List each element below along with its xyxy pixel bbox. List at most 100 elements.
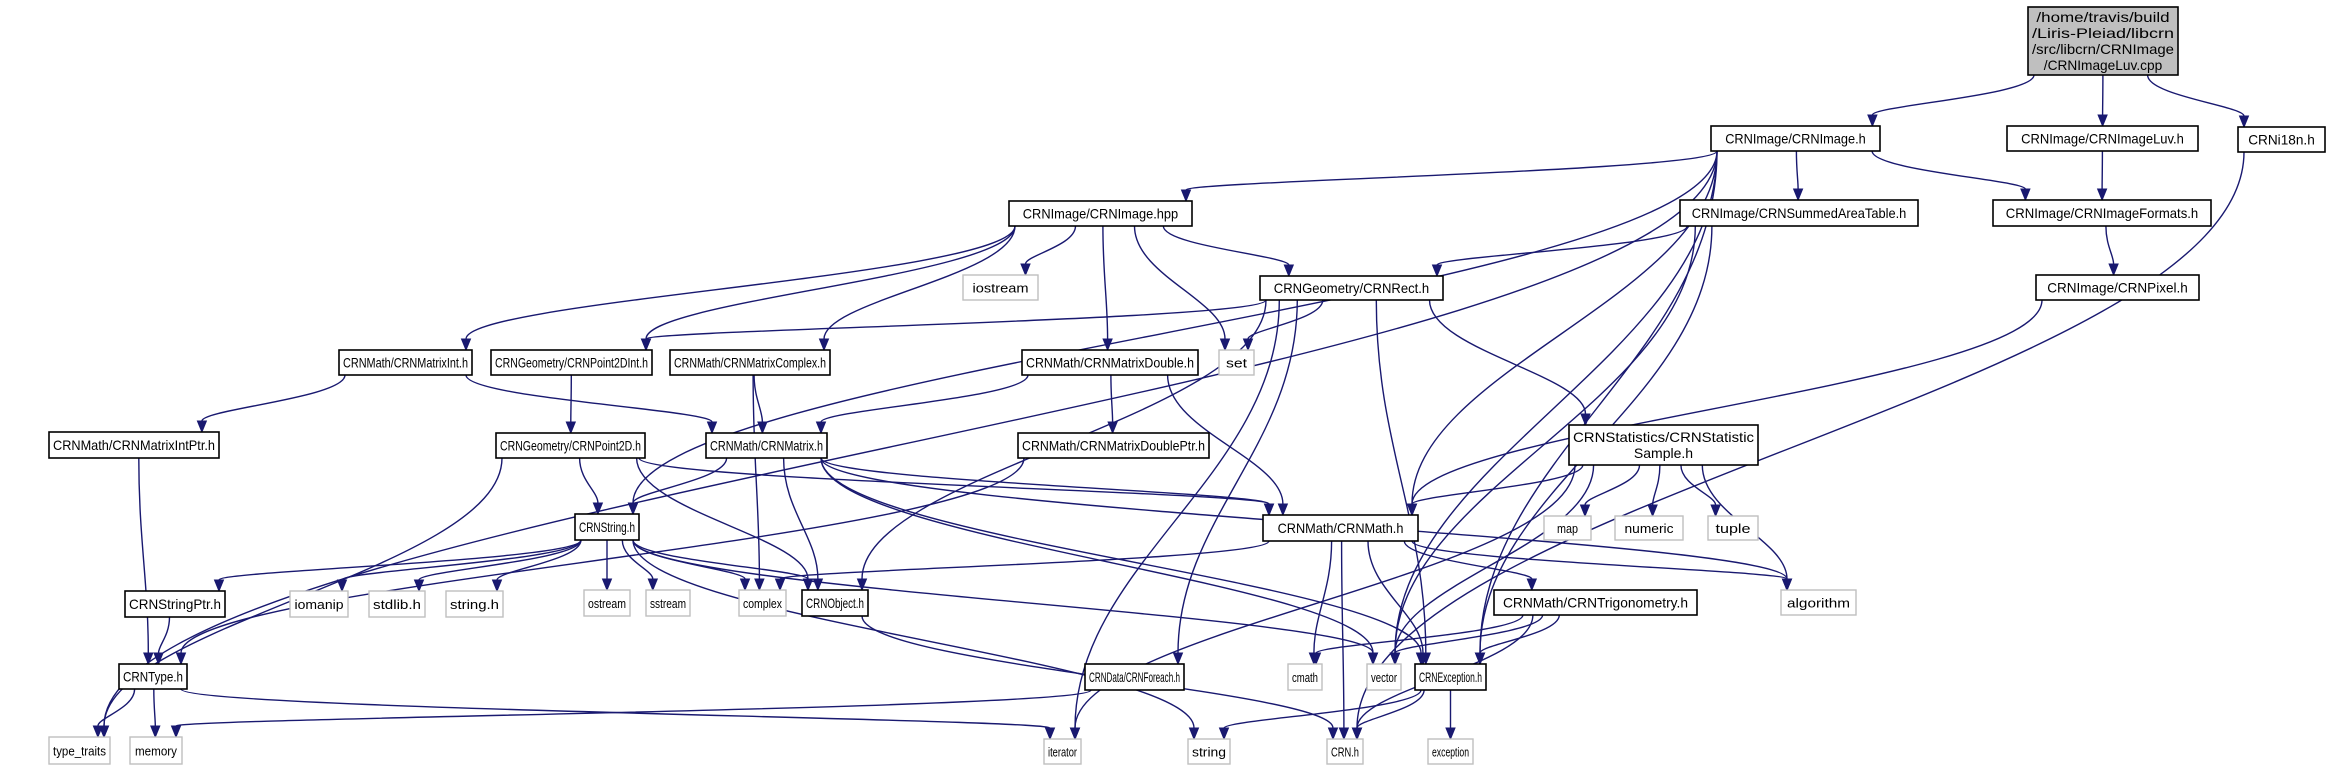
node-crnrect-h[interactable]: CRNGeometry/CRNRect.h	[1259, 275, 1444, 301]
edge-crntrigonometry-h-to-cmath	[1315, 614, 1524, 654]
node-set[interactable]: set	[1218, 349, 1255, 376]
node-crnstring-ptr-h[interactable]: CRNStringPtr.h	[124, 590, 226, 618]
node-box[interactable]	[129, 736, 183, 765]
node-box[interactable]	[645, 589, 691, 617]
node-box[interactable]	[289, 590, 349, 618]
node-box[interactable]	[1710, 125, 1881, 152]
node-box[interactable]	[1414, 663, 1487, 691]
node-iostream[interactable]: iostream	[962, 274, 1039, 301]
node-crnimage-luv-h[interactable]: CRNImage/CRNImageLuv.h	[2006, 125, 2199, 152]
node-map[interactable]: map	[1543, 515, 1592, 541]
node-crn-h[interactable]: CRN.h	[1326, 738, 1364, 765]
node-box[interactable]	[1259, 275, 1444, 301]
arrowhead-icon	[1580, 413, 1591, 427]
node-crntrigonometry-h[interactable]: CRNMath/CRNTrigonometry.h	[1493, 589, 1698, 616]
node-crnsummed-area-table-h[interactable]: CRNImage/CRNSummedAreaTable.h	[1679, 199, 1919, 227]
node-box[interactable]	[2237, 126, 2326, 153]
node-box[interactable]	[490, 349, 653, 376]
node-crnmatrix-complex-h[interactable]: CRNMath/CRNMatrixComplex.h	[669, 349, 831, 376]
node-crnmatrix-int-ptr-h[interactable]: CRNMath/CRNMatrixIntPtr.h	[48, 431, 220, 459]
node-string-h[interactable]: string.h	[445, 590, 504, 618]
node-label: type_traits	[53, 744, 106, 759]
node-box[interactable]	[1008, 200, 1193, 227]
node-box[interactable]	[1326, 738, 1364, 765]
node-box[interactable]	[1780, 589, 1857, 616]
node-cmath[interactable]: cmath	[1287, 663, 1323, 691]
node-root[interactable]: /home/travis/build/Liris-Pleiad/libcrn/s…	[2027, 6, 2179, 76]
node-box[interactable]	[1021, 349, 1199, 376]
node-box[interactable]	[1187, 738, 1231, 765]
node-label: iterator	[1048, 745, 1077, 760]
node-crnobject-h[interactable]: CRNObject.h	[801, 589, 869, 617]
node-box[interactable]	[1262, 514, 1419, 542]
arrowhead-icon	[1647, 504, 1658, 518]
node-crnimage-h[interactable]: CRNImage/CRNImage.h	[1710, 125, 1881, 152]
node-box[interactable]	[1084, 663, 1185, 691]
node-label: tuple	[1716, 521, 1751, 536]
edge-crnsummed-area-table-h-to-crnrect-h	[1436, 225, 1688, 266]
node-box[interactable]	[2027, 6, 2179, 76]
node-crnmath-h[interactable]: CRNMath/CRNMath.h	[1262, 514, 1419, 542]
node-sstream[interactable]: sstream	[645, 589, 691, 617]
node-box[interactable]	[1043, 738, 1082, 765]
node-box[interactable]	[1614, 515, 1684, 541]
node-box[interactable]	[738, 589, 787, 617]
node-string[interactable]: string	[1187, 738, 1231, 765]
node-tuple[interactable]: tuple	[1707, 515, 1759, 541]
node-box[interactable]	[124, 590, 226, 618]
node-crnexception-h[interactable]: CRNException.h	[1414, 663, 1487, 691]
node-box[interactable]	[1679, 199, 1919, 227]
node-box[interactable]	[368, 590, 426, 618]
node-box[interactable]	[2035, 274, 2200, 301]
node-box[interactable]	[1017, 432, 1210, 459]
node-box[interactable]	[962, 274, 1039, 301]
node-crnforeach-h[interactable]: CRNData/CRNForeach.h	[1084, 663, 1185, 691]
node-crni18n-h[interactable]: CRNi18n.h	[2237, 126, 2326, 153]
node-crnmatrix-double-h[interactable]: CRNMath/CRNMatrixDouble.h	[1021, 349, 1199, 376]
node-crnstring-h[interactable]: CRNString.h	[574, 513, 640, 541]
node-box[interactable]	[445, 590, 504, 618]
node-box[interactable]	[1493, 589, 1698, 616]
node-box[interactable]	[1543, 515, 1592, 541]
node-iterator[interactable]: iterator	[1043, 738, 1082, 765]
node-memory[interactable]: memory	[129, 736, 183, 765]
node-crnpoint2-d-h[interactable]: CRNGeometry/CRNPoint2D.h	[495, 432, 646, 459]
node-iomanip[interactable]: iomanip	[289, 590, 349, 618]
node-box[interactable]	[48, 736, 111, 765]
node-numeric[interactable]: numeric	[1614, 515, 1684, 541]
node-box[interactable]	[1992, 199, 2212, 227]
node-box[interactable]	[1366, 663, 1402, 691]
node-box[interactable]	[1707, 515, 1759, 541]
node-crnmatrix-int-h[interactable]: CRNMath/CRNMatrixInt.h	[338, 349, 473, 376]
node-complex[interactable]: complex	[738, 589, 787, 617]
node-box[interactable]	[338, 349, 473, 376]
node-crnimage-formats-h[interactable]: CRNImage/CRNImageFormats.h	[1992, 199, 2212, 227]
node-exception[interactable]: exception	[1427, 738, 1474, 765]
node-box[interactable]	[1287, 663, 1323, 691]
node-type-traits[interactable]: type_traits	[48, 736, 111, 765]
node-stdlib-h[interactable]: stdlib.h	[368, 590, 426, 618]
node-box[interactable]	[1218, 349, 1255, 376]
node-box[interactable]	[495, 432, 646, 459]
node-algorithm[interactable]: algorithm	[1780, 589, 1857, 616]
node-crnmatrix-double-ptr-h[interactable]: CRNMath/CRNMatrixDoublePtr.h	[1017, 432, 1210, 459]
node-ostream[interactable]: ostream	[583, 589, 631, 617]
node-label: CRNMath/CRNMatrixDouble.h	[1026, 355, 1194, 371]
node-vector[interactable]: vector	[1366, 663, 1402, 691]
node-box[interactable]	[48, 431, 220, 459]
node-box[interactable]	[1568, 424, 1759, 466]
node-box[interactable]	[583, 589, 631, 617]
node-box[interactable]	[574, 513, 640, 541]
node-box[interactable]	[801, 589, 869, 617]
node-crntype-h[interactable]: CRNType.h	[118, 663, 188, 690]
node-box[interactable]	[2006, 125, 2199, 152]
node-crnpoint2-dint-h[interactable]: CRNGeometry/CRNPoint2DInt.h	[490, 349, 653, 376]
node-box[interactable]	[669, 349, 831, 376]
node-box[interactable]	[1427, 738, 1474, 765]
node-box[interactable]	[118, 663, 188, 690]
node-box[interactable]	[705, 432, 828, 459]
node-crnmatrix-h[interactable]: CRNMath/CRNMatrix.h	[705, 432, 828, 459]
node-crnimage-hpp[interactable]: CRNImage/CRNImage.hpp	[1008, 200, 1193, 227]
node-crnpixel-h[interactable]: CRNImage/CRNPixel.h	[2035, 274, 2200, 301]
